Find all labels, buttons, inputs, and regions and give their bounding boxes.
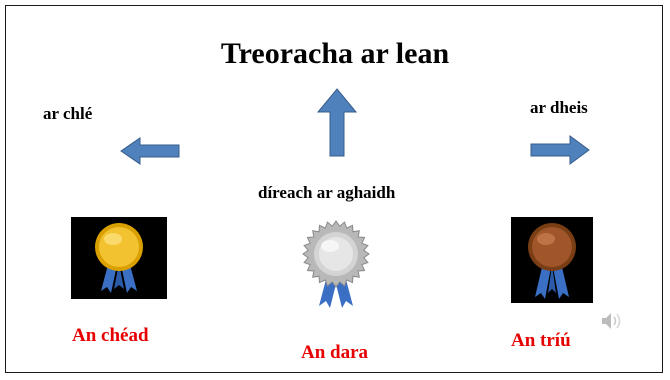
label-left: ar chlé — [43, 104, 93, 123]
silver-rosette-icon — [302, 220, 370, 308]
label-right: ar dheis — [530, 98, 588, 117]
place-third: An tríú — [511, 330, 571, 351]
slide-title: Treoracha ar lean — [220, 37, 450, 70]
slide-frame — [5, 5, 663, 373]
arrow-up-icon — [316, 88, 358, 157]
place-first: An chéad — [72, 325, 149, 346]
label-straight: díreach ar aghaidh — [258, 183, 396, 202]
gold-medal-icon — [71, 217, 167, 299]
speaker-icon[interactable] — [600, 311, 624, 331]
place-second: An dara — [301, 342, 369, 363]
arrow-right-icon — [530, 135, 590, 165]
arrow-left-icon — [120, 137, 180, 165]
bronze-medal-icon — [511, 217, 593, 303]
